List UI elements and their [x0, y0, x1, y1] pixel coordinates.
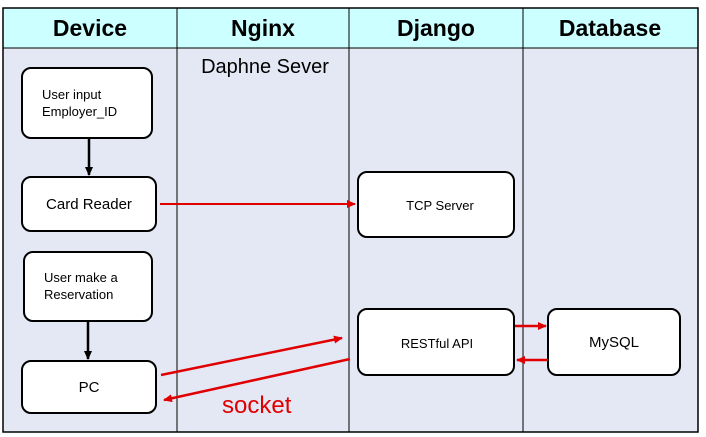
- box-user-input-line2: Employer_ID: [42, 104, 117, 119]
- arrow-restful-to-pc: [163, 357, 351, 403]
- box-pc-label: PC: [79, 379, 100, 396]
- box-user-input: User input Employer_ID: [21, 67, 153, 139]
- box-card-reader: Card Reader: [21, 176, 157, 232]
- box-user-input-line1: User input: [42, 87, 102, 102]
- box-tcp-server-label: TCP Server: [406, 198, 474, 213]
- header-background: [3, 8, 698, 48]
- lane-title-device: Device: [53, 15, 127, 41]
- box-user-reservation-line1: User make a: [44, 270, 118, 285]
- lane-title-django: Django: [397, 15, 475, 41]
- lane-title-database: Database: [559, 15, 661, 41]
- nginx-subtitle: Daphne Sever: [201, 56, 329, 78]
- box-restful-api: RESTful API: [357, 308, 515, 376]
- box-tcp-server: TCP Server: [357, 171, 515, 238]
- diagram-border: [2, 7, 699, 433]
- box-mysql-label: MySQL: [589, 334, 639, 351]
- box-user-reservation-line2: Reservation: [44, 287, 113, 302]
- arrow-pc-to-restful: [160, 335, 343, 377]
- box-user-reservation: User make a Reservation: [23, 251, 153, 322]
- lane-title-nginx: Nginx: [231, 15, 295, 41]
- socket-label: socket: [222, 392, 292, 419]
- box-restful-api-label: RESTful API: [401, 336, 473, 351]
- box-mysql: MySQL: [547, 308, 681, 376]
- box-pc: PC: [21, 360, 157, 414]
- box-card-reader-label: Card Reader: [46, 196, 132, 213]
